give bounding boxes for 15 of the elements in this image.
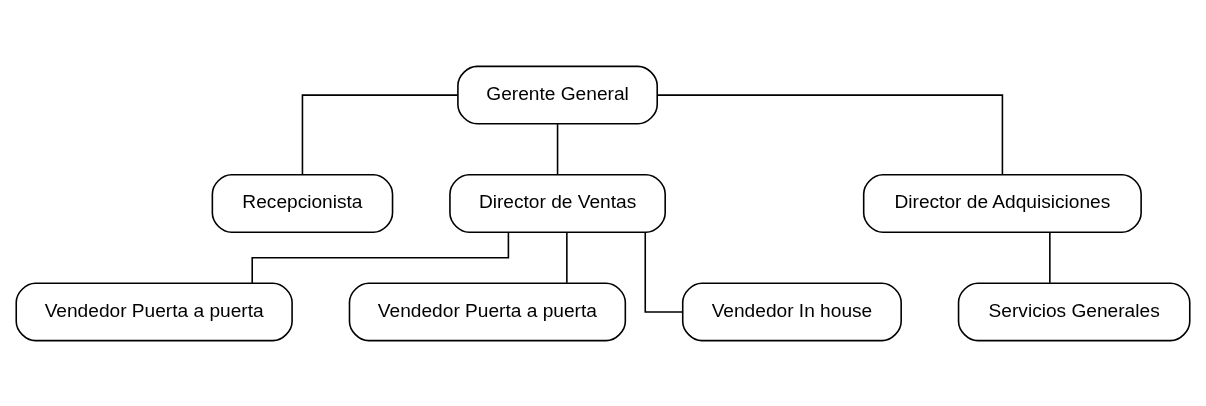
connector [556,122,559,175]
connector [566,231,568,284]
node-box: Director de Adquisiciones [862,173,1142,233]
connector [251,231,510,284]
node-box: Servicios Generales [957,281,1191,341]
node-box: Recepcionista [211,173,394,233]
connector [1049,231,1051,284]
node-box: Director de Ventas [449,173,666,233]
node-box: Vendedor In house [681,281,902,341]
connector [644,231,684,313]
connector [301,93,459,175]
node-box: Gerente General [457,65,658,125]
connector [656,93,1004,175]
node-box: Vendedor Puerta a puerta [15,281,293,341]
node-box: Vendedor Puerta a puerta [348,281,627,341]
